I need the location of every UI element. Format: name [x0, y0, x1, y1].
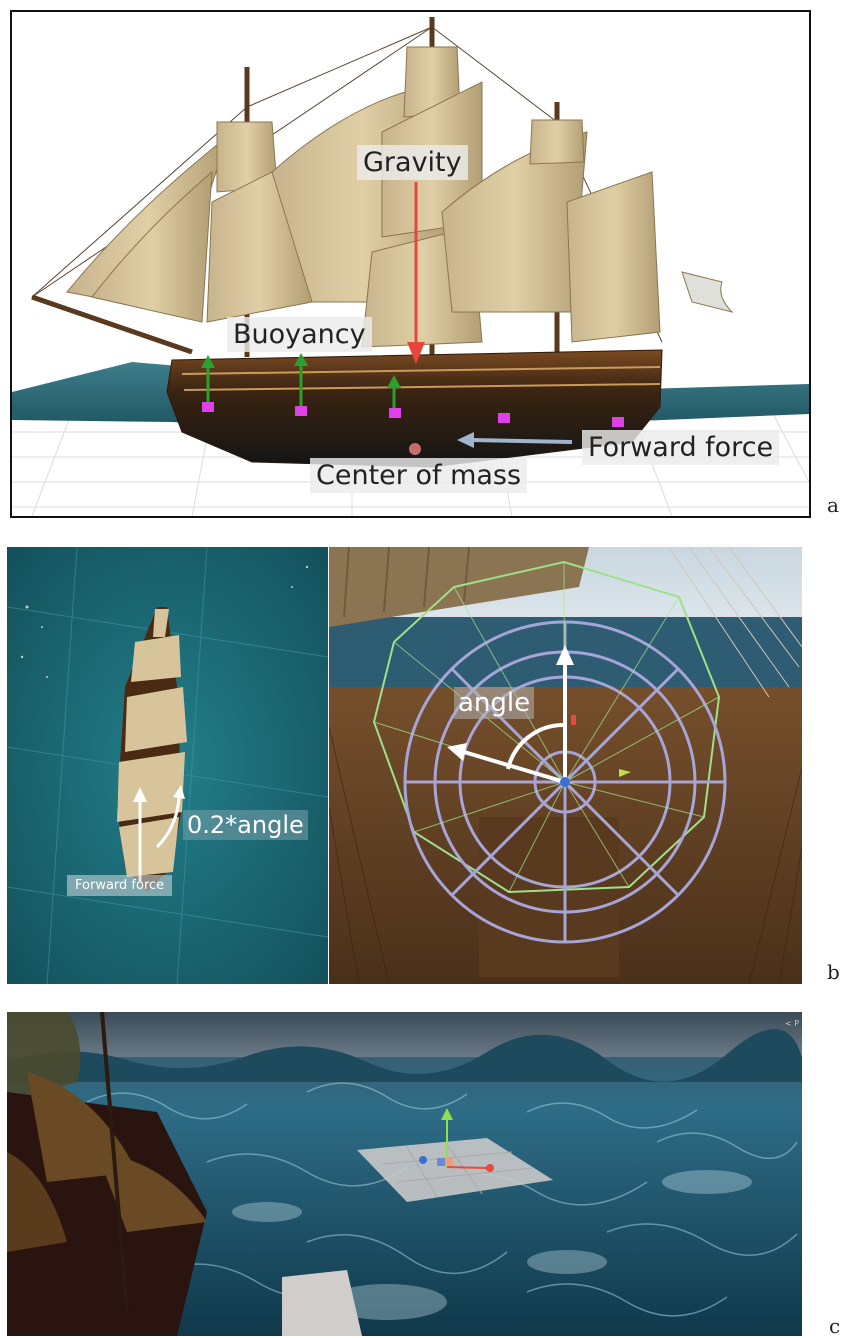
center-of-mass-label: Center of mass	[310, 458, 527, 493]
panel-a-ship-forces: Gravity Buoyancy Forward force Center of…	[10, 10, 811, 518]
forward-force-label: Forward force	[67, 875, 172, 896]
panel-c-ocean-scene: < P	[7, 1012, 802, 1336]
panel-a-letter: a	[827, 493, 839, 517]
ocean-waves-scene	[7, 1012, 802, 1336]
turn-angle-label: 0.2*angle	[183, 810, 308, 840]
angle-label: angle	[454, 687, 534, 719]
ship-top-view-scene	[7, 547, 328, 984]
forward-force-label: Forward force	[582, 430, 779, 465]
panel-c-letter: c	[829, 1314, 840, 1338]
panel-b-letter: b	[827, 960, 840, 984]
corner-text: < P	[785, 1020, 799, 1028]
forward-force-arrow	[472, 440, 572, 442]
panel-b-steering-wheel: angle	[329, 547, 802, 984]
steering-wheel-scene	[329, 547, 802, 984]
gizmo-x-axis	[447, 1167, 487, 1168]
sails	[67, 47, 732, 347]
gravity-label: Gravity	[357, 145, 468, 180]
panel-b-top-view: 0.2*angle Forward force	[7, 547, 328, 984]
center-of-mass-dot	[409, 443, 421, 455]
buoyancy-label: Buoyancy	[227, 317, 372, 352]
